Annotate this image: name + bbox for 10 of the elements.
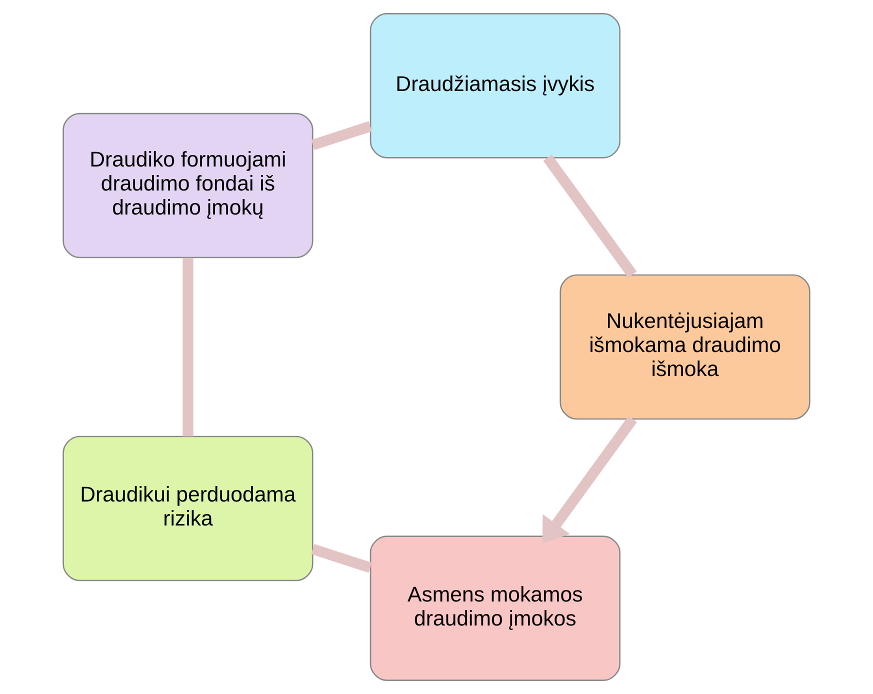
node-box: Draudikui perduodama rizika	[62, 436, 314, 582]
connector	[543, 154, 637, 278]
connector	[311, 544, 372, 573]
connector	[182, 258, 194, 436]
connector	[311, 121, 372, 150]
node-box: Draudiko formuojami draudimo fondai iš draudimo įmokų	[62, 112, 314, 258]
arrow	[542, 416, 637, 544]
node-box: Nukentėjusiajam išmokama draudimo išmoka	[560, 274, 810, 420]
node-box: Asmens mokamos draudimo įmokos	[370, 536, 620, 681]
node-box: Draudžiamasis įvykis	[370, 13, 620, 158]
